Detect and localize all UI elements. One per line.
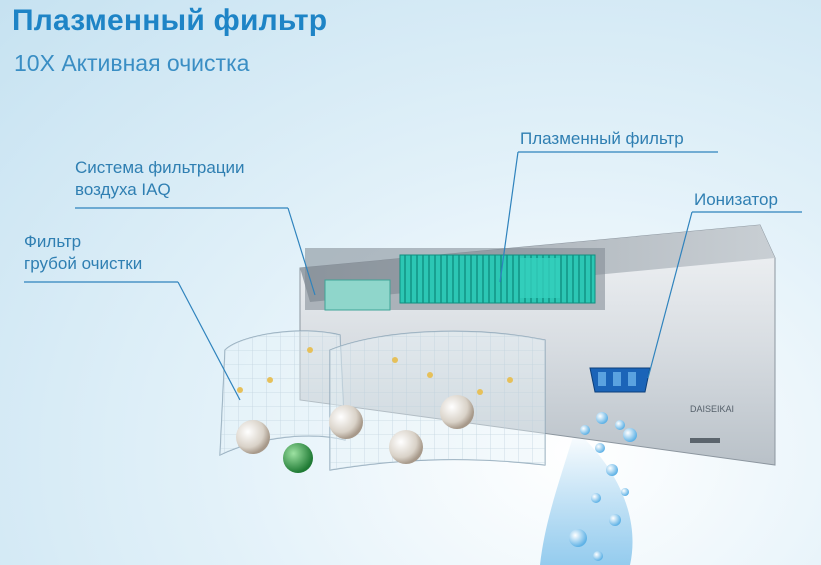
iaq-filter <box>324 279 391 311</box>
callout-lines <box>24 151 802 401</box>
callout-ionizer: Ионизатор <box>694 190 778 209</box>
plasma-filter <box>399 254 596 304</box>
particles <box>236 347 513 473</box>
ion-bubbles <box>569 412 637 561</box>
callout-coarse-filter: Фильтр грубой очистки <box>24 231 142 275</box>
page-title: Плазменный фильтр <box>12 4 328 37</box>
callout-iaq-line1: Система фильтрации <box>75 158 245 177</box>
ionizer <box>589 367 651 393</box>
callout-coarse-line2: грубой очистки <box>24 254 143 273</box>
brand-logo: DAISEIKAI <box>690 404 734 414</box>
callout-iaq-line2: воздуха IAQ <box>75 180 171 199</box>
air-stream <box>540 430 633 565</box>
coarse-filter-panels <box>219 330 546 471</box>
callout-coarse-line1: Фильтр <box>24 232 82 251</box>
callout-iaq-system: Система фильтрации воздуха IAQ <box>75 157 245 201</box>
page-subtitle: 10X Активная очистка <box>14 50 250 76</box>
callout-plasma-filter: Плазменный фильтр <box>520 129 684 148</box>
